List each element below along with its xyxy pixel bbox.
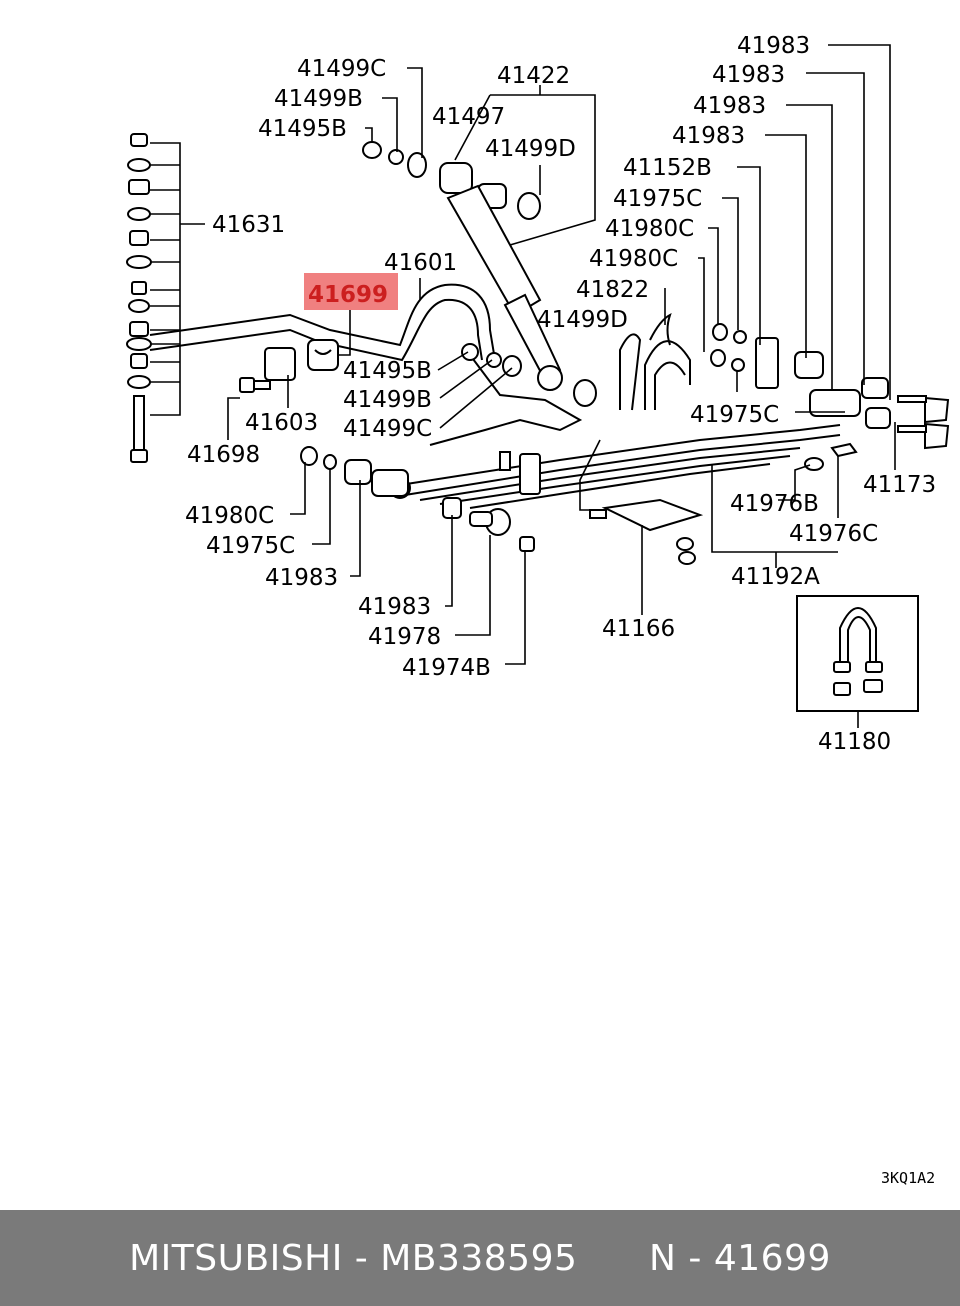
callout-41980C-right-2: 41980C — [589, 246, 678, 272]
diagram-code: 3KQ1A2 — [881, 1169, 935, 1187]
bracket-41173 — [897, 395, 950, 450]
leader-lines — [150, 44, 896, 728]
callout-41422: 41422 — [497, 63, 570, 89]
callout-41499C-mid: 41499C — [343, 416, 432, 442]
callout-41822: 41822 — [576, 277, 649, 303]
callout-41152B: 41152B — [623, 155, 712, 181]
footer-bar: MITSUBISHI - MB338595 N - 41699 — [0, 1210, 960, 1306]
footer-part-text: MITSUBISHI - MB338595 N - 41699 — [129, 1237, 831, 1279]
callout-41601: 41601 — [384, 250, 457, 276]
callout-41499B-top: 41499B — [274, 86, 363, 112]
callout-41983-right-1: 41983 — [737, 33, 810, 59]
shock-absorber — [362, 141, 597, 407]
callout-41603: 41603 — [245, 410, 318, 436]
callout-41499C-top: 41499C — [297, 56, 386, 82]
stabilizer-link-stack — [126, 133, 152, 463]
callout-41698: 41698 — [187, 442, 260, 468]
callout-41499B-mid: 41499B — [343, 387, 432, 413]
leaf-spring — [344, 424, 841, 509]
callout-41192A: 41192A — [731, 564, 820, 590]
callout-41983-right-2: 41983 — [712, 62, 785, 88]
callout-41499D-top: 41499D — [485, 136, 576, 162]
parts-diagram: 41499C 41499B 41495B 41422 41497 41499D … — [126, 33, 950, 1187]
u-bolts-41822 — [619, 313, 691, 411]
callout-41495B-mid: 41495B — [343, 358, 432, 384]
callout-41983-left: 41983 — [265, 565, 338, 591]
stabilizer-bushing — [264, 339, 339, 381]
callout-41980C-left: 41980C — [185, 503, 274, 529]
callout-41699-highlighted: 41699 — [308, 282, 388, 308]
stabilizer-bar — [149, 283, 496, 362]
callout-41975C-right: 41975C — [613, 186, 702, 212]
callout-41976C: 41976C — [789, 521, 878, 547]
callout-41976B: 41976B — [730, 491, 819, 517]
clip-41976 — [804, 442, 858, 471]
callout-41180: 41180 — [818, 729, 891, 755]
callout-41166: 41166 — [602, 616, 675, 642]
bolt-41698 — [239, 377, 271, 393]
callout-41980C-right-1: 41980C — [605, 216, 694, 242]
highlight-box — [304, 273, 398, 310]
callout-41983-bottom: 41983 — [358, 594, 431, 620]
spring-seat-41166 — [589, 498, 704, 565]
callout-41495B-top: 41495B — [258, 116, 347, 142]
callout-41975C-mid: 41975C — [690, 402, 779, 428]
callout-41983-right-3: 41983 — [693, 93, 766, 119]
shackle-front — [300, 446, 535, 552]
callout-labels: 41499C 41499B 41495B 41422 41497 41499D … — [185, 33, 936, 1187]
lower-bracket — [429, 343, 583, 446]
callout-41173: 41173 — [863, 472, 936, 498]
rear-shackle-41152B — [710, 323, 891, 429]
ubolt-kit-box — [796, 595, 919, 712]
callout-41497: 41497 — [432, 104, 505, 130]
callout-41983-right-4: 41983 — [672, 123, 745, 149]
callout-41499D-right: 41499D — [537, 307, 628, 333]
callout-41978: 41978 — [368, 624, 441, 650]
callout-41975C-left: 41975C — [206, 533, 295, 559]
callout-41974B: 41974B — [402, 655, 491, 681]
callout-41631: 41631 — [212, 212, 285, 238]
